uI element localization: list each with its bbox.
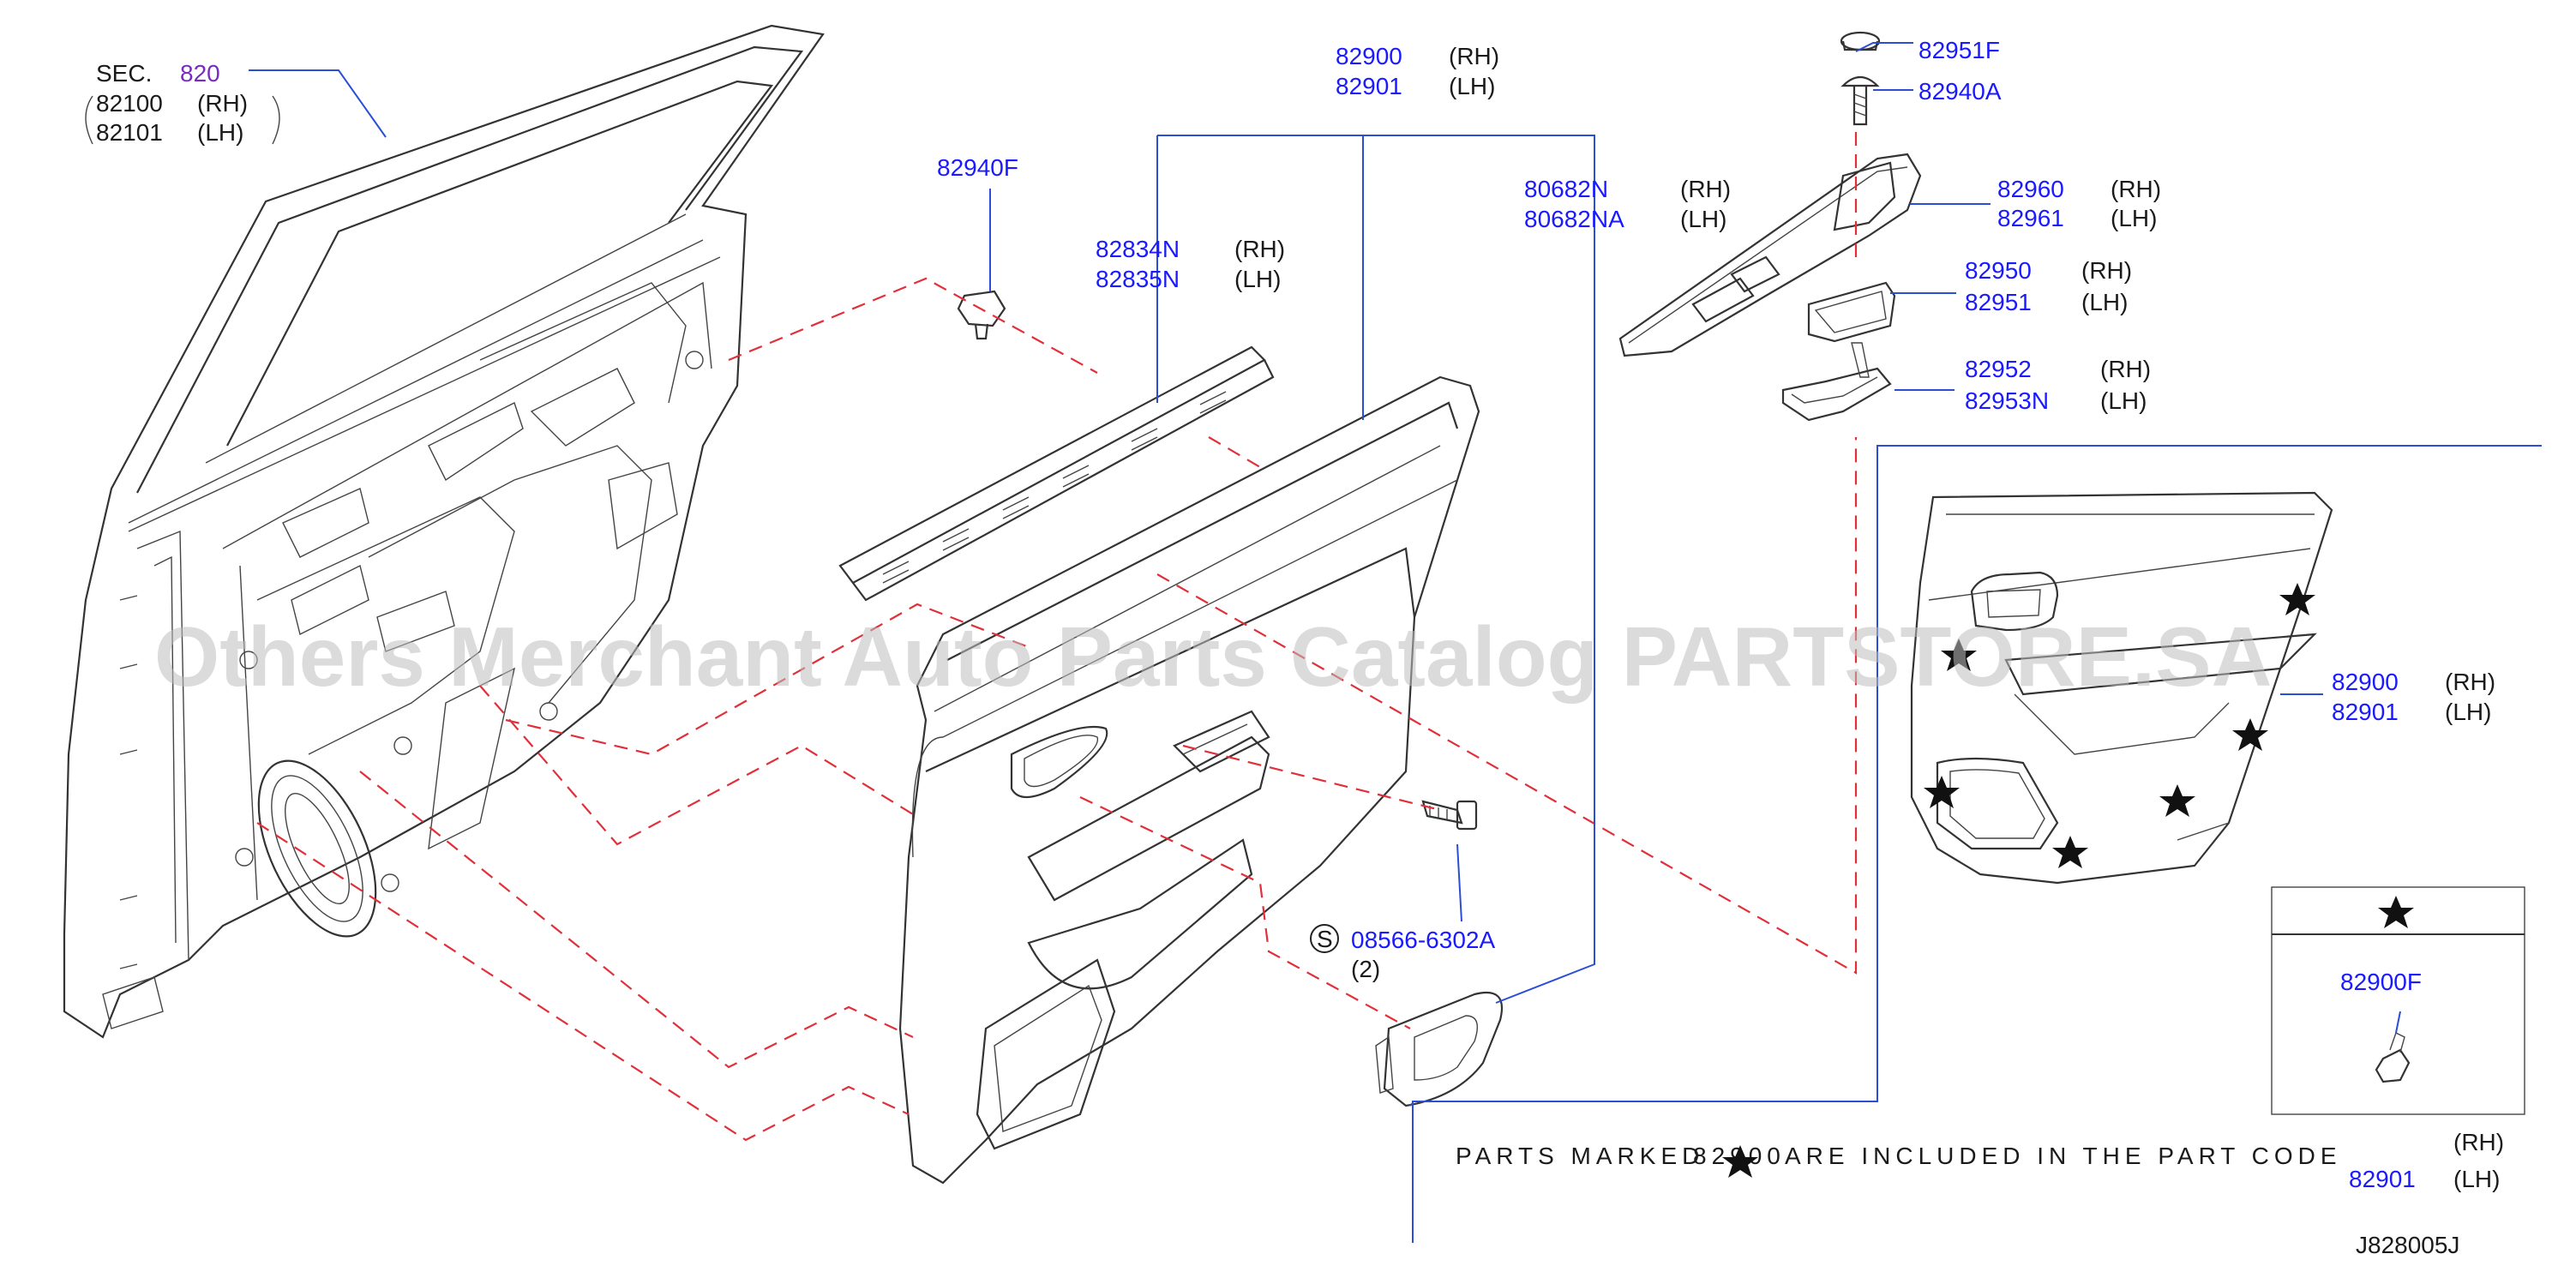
legend-clip-icon bbox=[2375, 1048, 2411, 1083]
label-seal-lh[interactable]: 82835N bbox=[1096, 266, 1180, 292]
screw-82940A bbox=[1840, 75, 1880, 126]
tag-rh: (RH) bbox=[1449, 43, 1499, 69]
bracket-82952 bbox=[1781, 342, 1892, 422]
cap-82951F bbox=[1840, 31, 1881, 51]
label-inset-lh[interactable]: 82901 bbox=[2332, 699, 2399, 725]
star-icon bbox=[2052, 836, 2088, 868]
tag-rh: (RH) bbox=[2445, 669, 2495, 695]
footnote: PARTS MARKED 82900 ARE INCLUDED IN THE P… bbox=[1456, 1129, 2504, 1258]
star-icon bbox=[2232, 718, 2268, 751]
leader-lines bbox=[249, 42, 2542, 1243]
star-icon bbox=[2279, 583, 2315, 615]
section-number[interactable]: 820 bbox=[180, 60, 220, 87]
label-inset-rh[interactable]: 82900 bbox=[2332, 669, 2399, 695]
label-bracket-rh[interactable]: 82952 bbox=[1965, 356, 2032, 382]
door-lh-tag: (LH) bbox=[197, 119, 243, 146]
inside-door-handle bbox=[1375, 991, 1504, 1107]
star-icon bbox=[1924, 776, 1960, 808]
star-icon bbox=[1941, 639, 1977, 671]
label-armrest-rh[interactable]: 82960 bbox=[1997, 176, 2064, 202]
legend-star-icon bbox=[2378, 896, 2414, 928]
rear-door-frame bbox=[63, 24, 825, 1039]
watermark: Others Merchant Auto Parts Catalog PARTS… bbox=[154, 609, 2272, 704]
drawing-id: J828005J bbox=[2356, 1232, 2459, 1258]
label-legend-part[interactable]: 82900F bbox=[2340, 969, 2422, 995]
tag-rh: (RH) bbox=[1680, 176, 1731, 202]
part-labels: 82900 (RH) 82901 (LH) 82940F 82834N (RH)… bbox=[937, 37, 2495, 995]
label-handle-lh[interactable]: 80682NA bbox=[1524, 206, 1624, 232]
inset-trim-panel bbox=[1910, 491, 2333, 885]
bolt bbox=[1421, 800, 1478, 831]
label-clip-82940F[interactable]: 82940F bbox=[937, 154, 1018, 181]
tag-rh: (RH) bbox=[1234, 236, 1285, 262]
label-bracket-lh[interactable]: 82953N bbox=[1965, 387, 2049, 414]
note-tag-rh: (RH) bbox=[2453, 1129, 2504, 1155]
tag-lh: (LH) bbox=[1234, 266, 1281, 292]
label-cap[interactable]: 82951F bbox=[1918, 37, 2000, 63]
star-icon bbox=[2159, 784, 2195, 817]
pocket-82950 bbox=[1807, 281, 1896, 343]
label-screw[interactable]: 82940A bbox=[1918, 78, 2002, 105]
note-tag-lh: (LH) bbox=[2453, 1166, 2500, 1192]
label-bolt[interactable]: 08566-6302A bbox=[1351, 927, 1495, 953]
label-pocket-rh[interactable]: 82950 bbox=[1965, 257, 2032, 284]
tag-lh: (LH) bbox=[2445, 699, 2491, 725]
door-part-lh: 82101 bbox=[96, 119, 163, 146]
note-code-lh[interactable]: 82901 bbox=[2349, 1166, 2416, 1192]
note-text: PARTS MARKED bbox=[1456, 1143, 1704, 1169]
section-reference: SEC. 820 82100 (RH) 82101 (LH) bbox=[85, 60, 280, 146]
armrest-finisher bbox=[1618, 153, 1922, 357]
tag-rh: (RH) bbox=[2111, 176, 2161, 202]
tag-lh: (LH) bbox=[1680, 206, 1726, 232]
inset-clip-markers bbox=[1924, 583, 2315, 868]
section-prefix: SEC. bbox=[96, 60, 152, 87]
note-text-2: ARE INCLUDED IN THE PART CODE bbox=[1785, 1143, 2342, 1169]
standard-part-mark: S bbox=[1317, 926, 1333, 952]
label-seal-rh[interactable]: 82834N bbox=[1096, 236, 1180, 262]
tag-rh: (RH) bbox=[2081, 257, 2132, 284]
label-trim-rh[interactable]: 82900 bbox=[1336, 43, 1402, 69]
tag-lh: (LH) bbox=[2111, 205, 2157, 231]
clip-82940F bbox=[957, 290, 1006, 340]
weatherstrip-seal bbox=[838, 345, 1275, 602]
label-pocket-lh[interactable]: 82951 bbox=[1965, 289, 2032, 315]
door-part-rh: 82100 bbox=[96, 90, 163, 117]
door-rh-tag: (RH) bbox=[197, 90, 248, 117]
legend-box bbox=[2271, 886, 2525, 1115]
label-armrest-lh[interactable]: 82961 bbox=[1997, 205, 2064, 231]
door-trim-panel bbox=[898, 375, 1480, 1185]
tag-lh: (LH) bbox=[2100, 387, 2147, 414]
explosion-lines bbox=[256, 129, 1858, 1142]
standard-part-icon bbox=[1310, 924, 1339, 953]
label-trim-lh[interactable]: 82901 bbox=[1336, 73, 1402, 99]
tag-lh: (LH) bbox=[2081, 289, 2128, 315]
bolt-quantity: (2) bbox=[1351, 956, 1380, 982]
tag-rh: (RH) bbox=[2100, 356, 2151, 382]
tag-lh: (LH) bbox=[1449, 73, 1495, 99]
note-star-icon bbox=[1722, 1145, 1758, 1178]
label-handle-rh[interactable]: 80682N bbox=[1524, 176, 1608, 202]
